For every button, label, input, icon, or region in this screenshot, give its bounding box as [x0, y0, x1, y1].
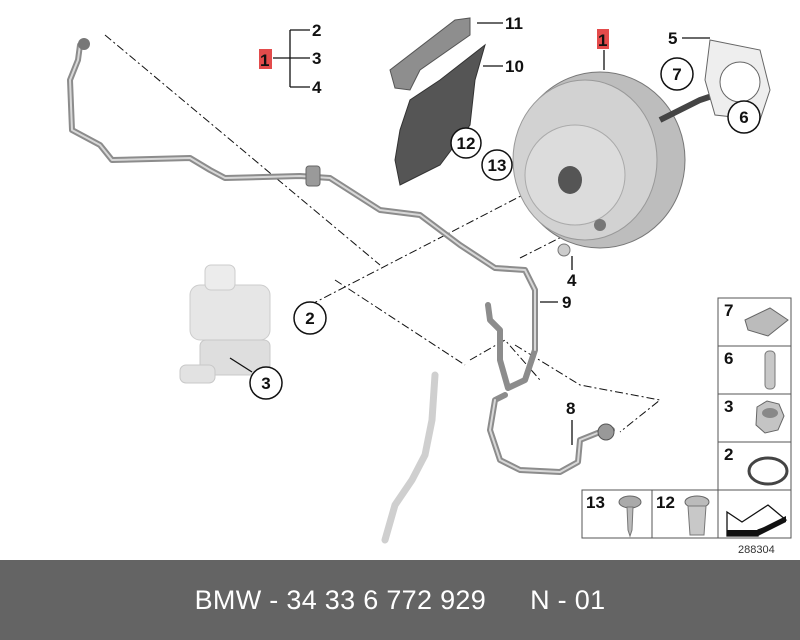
callout-washer: 4	[567, 271, 577, 290]
callout-screw-13: 13	[488, 156, 507, 175]
callout-group-main: 1	[260, 51, 269, 70]
expanding-nut-icon	[684, 495, 710, 536]
legend-label-expanding-nut: 12	[656, 493, 675, 512]
callout-gasket: 5	[668, 29, 677, 48]
variant-code: N - 01	[530, 584, 606, 615]
parts-legend: 7 6 3 2 13 12 288304	[581, 297, 792, 556]
pin-icon	[764, 350, 776, 390]
screw-icon	[618, 495, 642, 538]
clip-icon	[744, 307, 789, 337]
callout-clip: 7	[672, 65, 681, 84]
callout-group-3: 3	[312, 49, 321, 68]
highlight-marker	[259, 49, 272, 69]
direction-arrow-icon	[726, 504, 788, 537]
legend-label-clip: 7	[724, 301, 733, 320]
legend-label-o-ring: 2	[724, 445, 733, 464]
legend-label-screw: 13	[586, 493, 605, 512]
legend-label-hex-nut: 3	[724, 397, 733, 416]
callout-hose: 8	[566, 399, 575, 418]
brake-booster-drawing	[512, 39, 771, 257]
footer-bar: BMW - 34 33 6 772 929 N - 01	[0, 560, 800, 640]
vacuum-pipe-drawing	[67, 38, 615, 544]
callout-group-4: 4	[312, 78, 322, 97]
heat-shield-drawing	[389, 17, 486, 186]
legend-label-pin: 6	[724, 349, 733, 368]
callout-pin: 6	[739, 108, 748, 127]
callout-heat-shield-upper: 11	[505, 14, 523, 33]
hex-nut-icon	[755, 400, 785, 434]
callouts: 1 2 3 4 11 10 12 13 1 5 7 6 4 9 8 2 3	[229, 14, 761, 445]
master-cylinder-drawing	[179, 264, 271, 384]
callout-nut-3: 3	[261, 374, 270, 393]
o-ring-icon	[747, 456, 789, 486]
callout-vacuum-pipe: 9	[562, 293, 571, 312]
callout-heat-shield-lower: 10	[505, 57, 524, 76]
highlight-marker	[597, 29, 609, 49]
callout-booster: 1	[598, 31, 607, 50]
callout-seal-ring: 2	[305, 309, 314, 328]
reference-number: 288304	[738, 544, 775, 556]
parts-diagram: 1 2 3 4 11 10 12 13 1 5 7 6 4 9 8 2 3	[67, 14, 792, 556]
callout-nut-12: 12	[457, 134, 476, 153]
part-number: BMW - 34 33 6 772 929	[194, 584, 487, 615]
callout-group-2: 2	[312, 21, 321, 40]
